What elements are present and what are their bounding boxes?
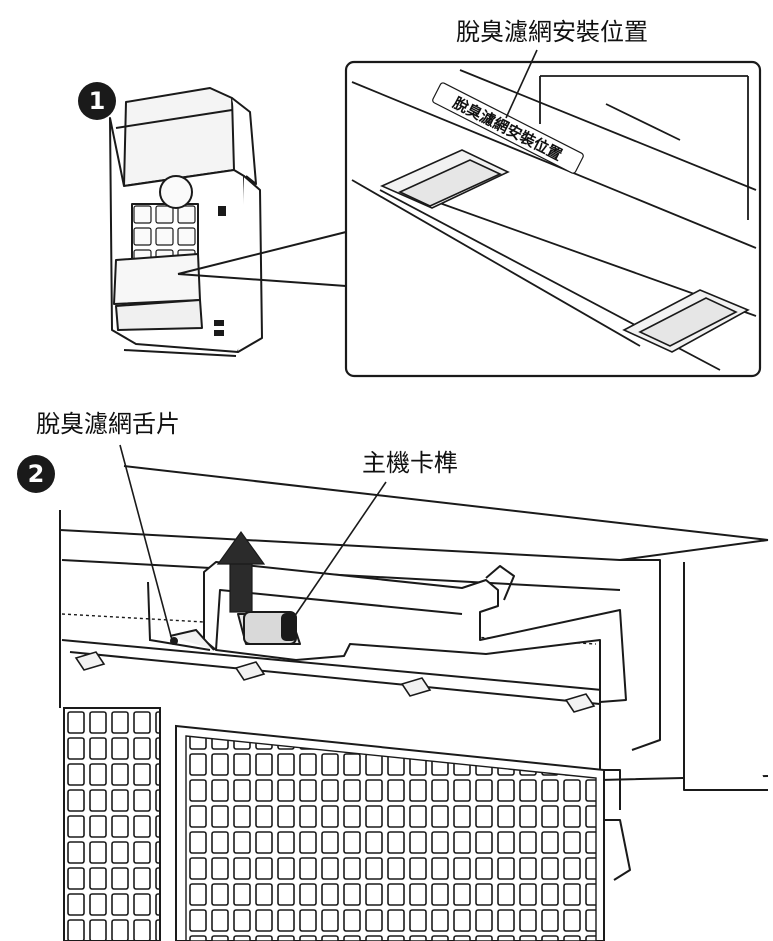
rail-clips xyxy=(74,651,596,713)
filter-tab-label: 脫臭濾網舌片 xyxy=(36,410,180,438)
install-position-leader xyxy=(505,49,538,119)
step-1-marker: 1 xyxy=(78,82,116,120)
filter-grid-right xyxy=(175,724,605,941)
unit-latch xyxy=(243,611,297,645)
step-1-number: 1 xyxy=(89,87,106,115)
air-purifier-unit xyxy=(109,87,263,357)
housing-detail xyxy=(59,465,769,881)
step-2-number: 2 xyxy=(28,460,45,488)
filter-tab xyxy=(147,581,215,651)
filter-grid-left xyxy=(63,707,161,941)
install-position-label: 脫臭濾網安裝位置 xyxy=(456,18,648,46)
unit-latch-label: 主機卡榫 xyxy=(362,449,458,477)
zoom-leader-lines xyxy=(177,231,347,287)
step-2-marker: 2 xyxy=(17,455,55,493)
unit-latch-leader xyxy=(291,481,387,621)
filter-tab-leader xyxy=(119,444,173,641)
up-arrow-icon xyxy=(216,530,266,613)
zoom-detail-box: 脫臭濾網安裝位置 xyxy=(344,60,762,378)
